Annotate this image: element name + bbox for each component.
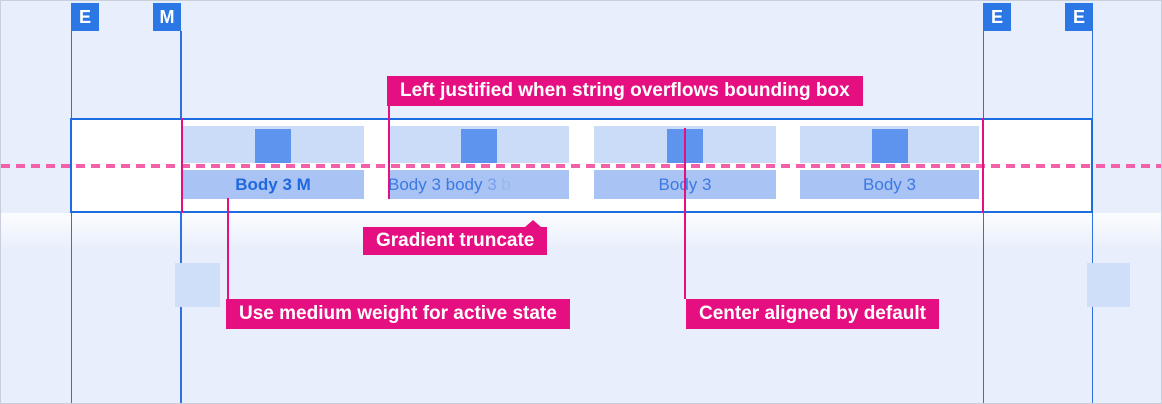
tab-default-2[interactable]: Body 3 [800,1,979,403]
tab-strip-right-redline [982,118,984,213]
grid-line-margin-left-e [70,31,72,403]
margin-marker-e-left: E [71,3,99,31]
leading-icon-placeholder[interactable] [175,263,220,307]
connector-medium-weight [227,198,229,299]
grid-line-margin-right-e-inner [982,31,984,403]
annotation-gradient-truncate: Gradient truncate [363,220,548,255]
tab-active[interactable]: Body 3 M [182,1,364,403]
connector-left-justified [388,106,390,199]
annotation-gradient-truncate-label: Gradient truncate [376,230,535,251]
tab-icon-placeholder [255,129,291,163]
grid-line-margin-left-m [180,31,182,403]
annotation-center-aligned: Center aligned by default [686,299,939,329]
annotation-left-justified: Left justified when string overflows bou… [387,76,863,106]
tab-label-fade-mid: 3 [482,175,497,194]
margin-marker-m-left: M [153,3,181,31]
annotation-medium-weight: Use medium weight for active state [226,299,570,329]
annotation-pointer-up-icon [525,220,542,227]
tab-label-default: Body 3 [800,170,979,199]
margin-marker-e-right-inner: E [983,3,1011,31]
tab-label-truncated: Body 3 body 3 b [388,170,569,199]
connector-center-aligned [684,128,686,299]
tab-label-fade-end: b [496,175,511,194]
baseline-dashed-line [1,164,1161,168]
tab-label-text: Body 3 body [388,175,483,194]
tab-label-active: Body 3 M [182,170,364,199]
trailing-icon-placeholder[interactable] [1087,263,1130,307]
tab-strip-left-redline [181,118,183,213]
tab-icon-placeholder [871,129,908,163]
tab-icon-placeholder [460,129,497,163]
margin-marker-e-right-outer: E [1065,3,1093,31]
tab-bar-glow [1,213,1161,251]
grid-line-margin-right-e-outer [1091,31,1093,403]
tab-truncated[interactable]: Body 3 body 3 b [388,1,569,403]
